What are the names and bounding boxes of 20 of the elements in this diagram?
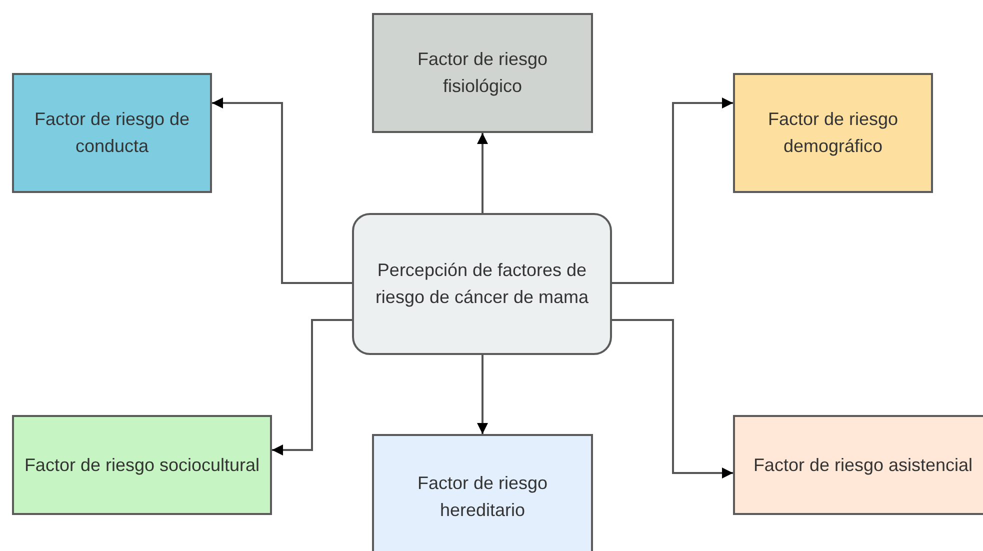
process-box — [372, 13, 593, 133]
process-box — [12, 415, 272, 515]
node-label: Percepción de factores de riesgo de cáncer de mama — [374, 259, 590, 309]
node-label: Factor de riesgo hereditario — [416, 472, 549, 522]
node-label: Factor de riesgo demográfico — [766, 108, 900, 158]
process-box — [733, 73, 933, 193]
node-label: Factor de riesgo sociocultural — [24, 454, 260, 477]
arrow — [612, 319, 733, 478]
arrow — [477, 133, 488, 213]
central-box — [352, 213, 612, 355]
arrow — [612, 98, 733, 284]
arrow — [212, 98, 352, 284]
arrow — [272, 319, 352, 456]
node-label: Factor de riesgo fisiológico — [416, 48, 549, 98]
process-box — [372, 434, 593, 551]
node-label: Factor de riesgo asistencial — [753, 454, 973, 477]
process-box — [733, 415, 983, 515]
process-box — [12, 73, 212, 193]
node-label: Factor de riesgo de conducta — [33, 108, 191, 158]
arrow — [477, 355, 488, 434]
